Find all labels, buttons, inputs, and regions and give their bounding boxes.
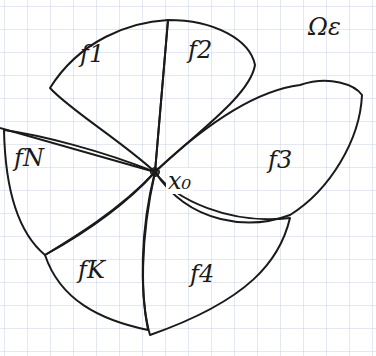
petal-region: fK (40, 165, 160, 335)
petal-outline (135, 165, 295, 340)
function-label: fK (78, 258, 105, 282)
region-label: Ωε (306, 14, 343, 40)
petal-region: f1 (40, 12, 175, 177)
petal-region: f3 (150, 68, 366, 230)
function-label: f3 (268, 148, 292, 172)
function-label: f1 (80, 42, 104, 66)
petal-outline (150, 12, 262, 177)
petal-region: f2 (150, 12, 262, 177)
point-label: x₀ (166, 168, 193, 194)
petal-outline (40, 12, 175, 177)
function-label: f4 (190, 262, 214, 286)
petal-outline (40, 165, 160, 335)
boundary-line (0, 128, 155, 172)
petal-outline (150, 68, 366, 230)
function-label: fN (14, 146, 44, 170)
petal-region: f4 (135, 165, 295, 340)
function-label: f2 (188, 38, 212, 62)
